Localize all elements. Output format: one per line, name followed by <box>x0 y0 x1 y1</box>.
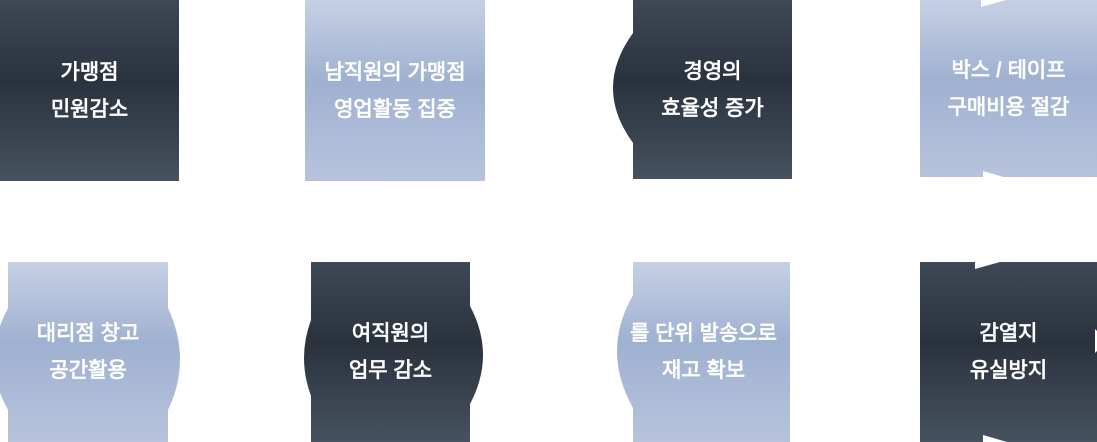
box-shape-r1c2 <box>305 0 485 181</box>
box-shape-r2c3 <box>617 262 790 442</box>
right-arrow-remnant-icon <box>981 0 1006 7</box>
box-shape-r1c1 <box>0 0 179 181</box>
right-arrow-remnant-icon <box>975 255 1000 269</box>
right-arrow-remnant-icon <box>983 435 1007 442</box>
box-shape-r2c4 <box>920 262 1097 442</box>
right-arrow-remnant-icon <box>983 171 1007 185</box>
box-shape-r1c4 <box>920 0 1097 177</box>
box-shape-r2c2 <box>304 262 483 442</box>
box-shape-r1c3 <box>613 0 792 179</box>
box-shape-r2c1 <box>0 262 180 442</box>
